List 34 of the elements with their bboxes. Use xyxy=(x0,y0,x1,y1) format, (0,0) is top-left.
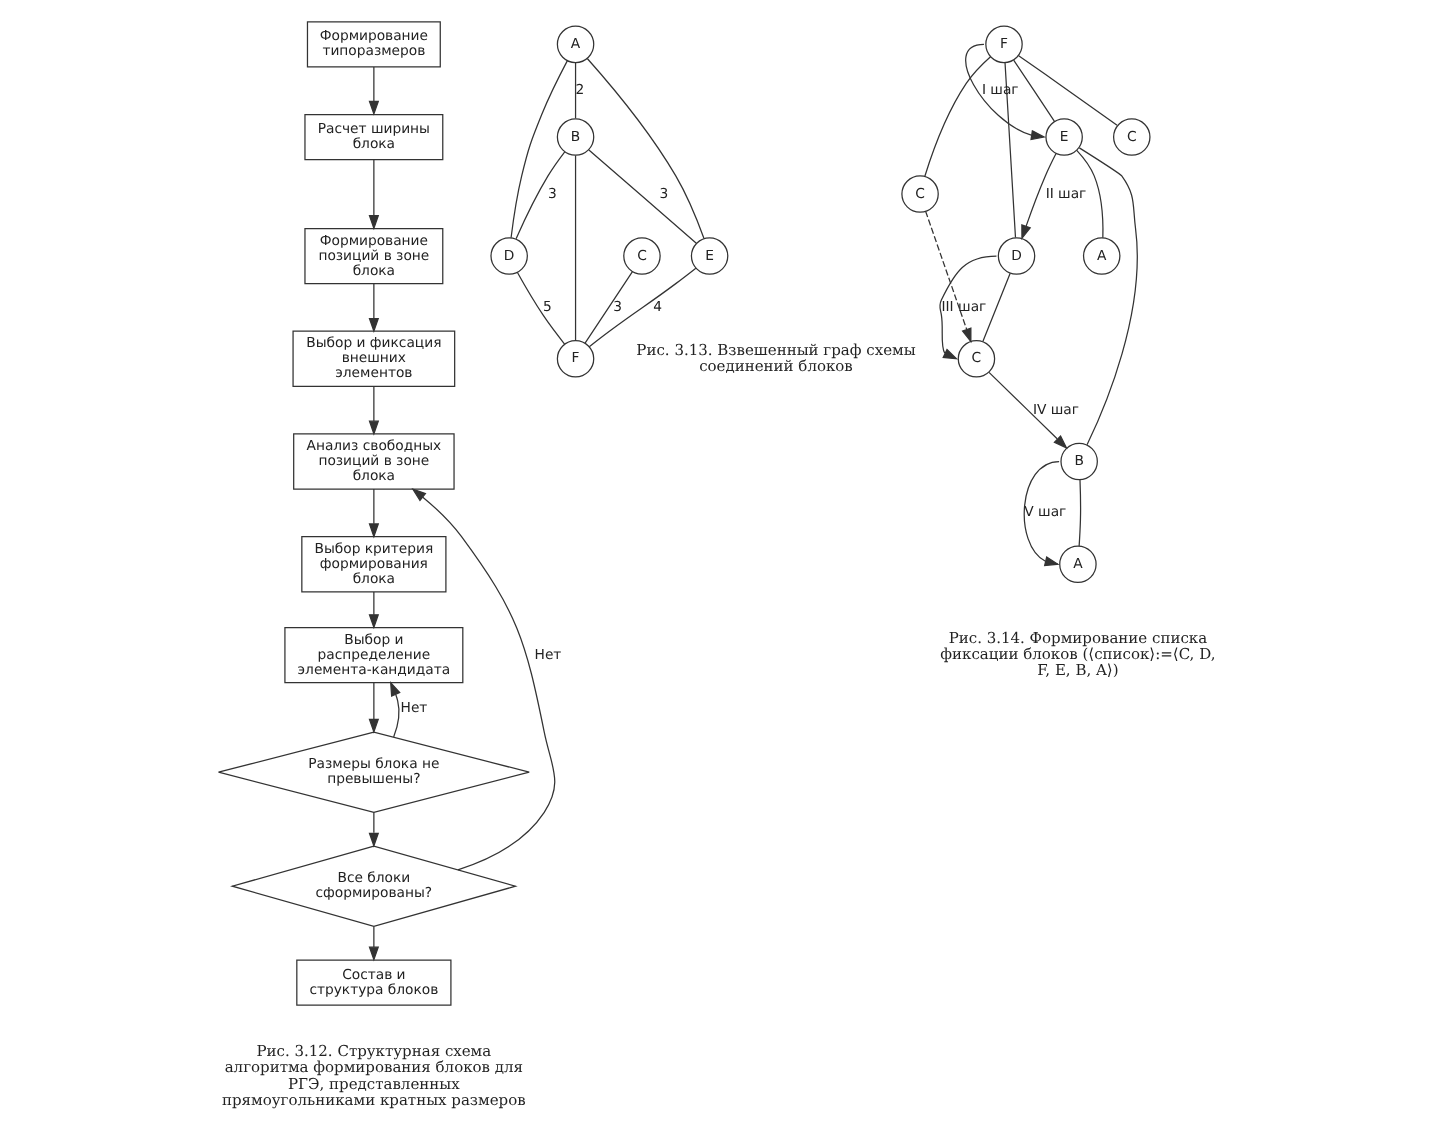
connector xyxy=(1004,62,1017,239)
connector xyxy=(1013,59,1055,122)
arrow xyxy=(988,371,1068,450)
arrow xyxy=(411,488,556,871)
connector xyxy=(574,61,577,119)
connector xyxy=(510,60,569,239)
connector xyxy=(586,57,705,240)
connector xyxy=(924,56,992,177)
connector xyxy=(588,267,697,348)
arrow xyxy=(368,385,380,436)
connector xyxy=(574,154,577,342)
arrow xyxy=(368,591,380,630)
arrow xyxy=(939,255,998,360)
arrow xyxy=(368,159,380,231)
arrow xyxy=(368,66,380,116)
connector xyxy=(1078,147,1138,446)
connector xyxy=(982,272,1011,343)
connector xyxy=(1078,479,1082,547)
arrow xyxy=(925,210,972,344)
arrow xyxy=(1023,460,1060,567)
arrow xyxy=(368,926,380,962)
arrow xyxy=(389,681,401,738)
connector xyxy=(588,149,697,244)
arrow xyxy=(368,283,380,333)
arrow xyxy=(965,43,1046,141)
arrow xyxy=(368,682,380,734)
connector xyxy=(1018,55,1118,126)
connector xyxy=(516,271,566,345)
arrow xyxy=(368,488,380,539)
connector xyxy=(1076,149,1104,239)
arrow xyxy=(368,811,380,848)
arrow xyxy=(1021,152,1057,241)
connector xyxy=(515,151,566,240)
connector xyxy=(584,271,634,344)
